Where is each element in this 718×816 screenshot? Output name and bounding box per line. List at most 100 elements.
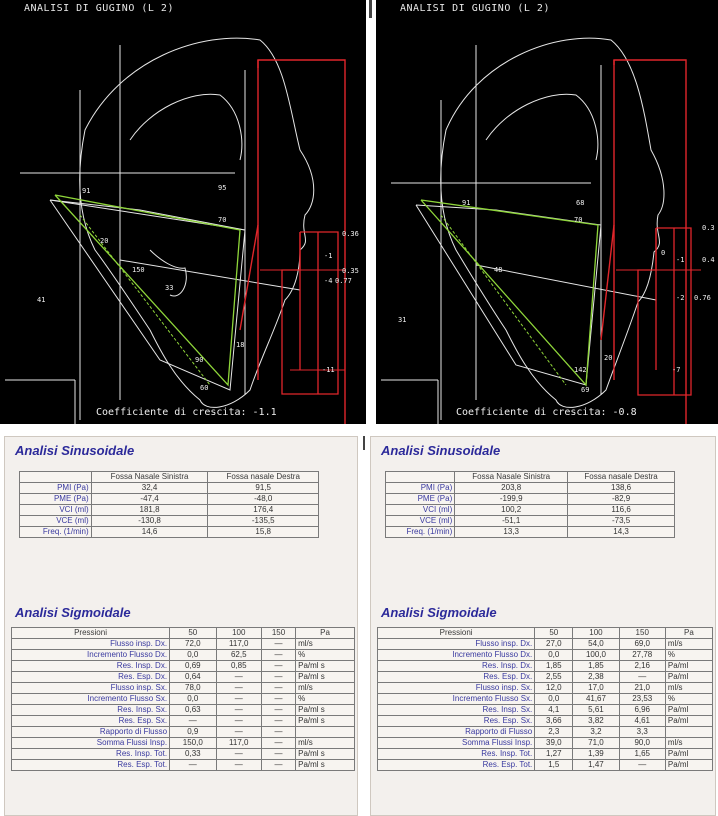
ceph-label: 70 xyxy=(218,216,226,224)
table-header-cell: 100 xyxy=(215,627,262,639)
cell-value: 54,0 xyxy=(572,638,620,650)
table-row: PME (Pa)-199,9-82,9 xyxy=(384,493,675,505)
cell-value: -73,5 xyxy=(567,515,675,527)
cell-value: 0,64 xyxy=(169,671,217,683)
cell-value: 0,0 xyxy=(169,693,217,705)
cell-value: 3,2 xyxy=(572,726,620,738)
cell-unit: ml/s xyxy=(664,682,714,694)
ceph-label: 95 xyxy=(218,184,226,192)
row-label: Res. Insp. Tot. xyxy=(376,748,536,760)
cephalogram-right: 91 68 70 48 31 20 142 69 0 -1 -2 0.76 -7… xyxy=(376,0,718,424)
cell-unit: Pa/ml xyxy=(664,671,714,683)
cell-unit: Pa/ml xyxy=(664,660,714,672)
cell-unit: % xyxy=(295,649,355,661)
cell-value: -199,9 xyxy=(454,493,569,505)
cell-value: 5,61 xyxy=(572,704,620,716)
cell-value: 1,85 xyxy=(534,660,574,672)
table-header-cell: Fossa nasale Destra xyxy=(567,471,675,483)
ceph-label: 0.3 xyxy=(702,224,715,232)
row-label: Flusso insp. Sx. xyxy=(376,682,536,694)
ceph-label: 48 xyxy=(494,266,502,274)
ceph-label: 142 xyxy=(574,366,587,374)
cell-value: 27,78 xyxy=(618,649,666,661)
cell-value: — xyxy=(260,671,297,683)
ceph-label: 90 xyxy=(195,356,203,364)
row-label: Res. Esp. Sx. xyxy=(10,715,171,727)
cell-unit xyxy=(295,726,355,738)
ceph-label: 69 xyxy=(581,386,589,394)
cell-value: 15,8 xyxy=(207,526,319,538)
table-header-cell: 150 xyxy=(260,627,297,639)
cell-value: 117,0 xyxy=(215,737,262,749)
cell-value: 72,0 xyxy=(169,638,217,650)
cell-value: 4,61 xyxy=(618,715,666,727)
cell-value: -48,0 xyxy=(207,493,319,505)
growth-coefficient: Coefficiente di crescita: -1.1 xyxy=(96,407,277,418)
table-row: Res. Esp. Dx.0,64——Pa/ml s xyxy=(10,671,355,683)
ceph-label: 0.76 xyxy=(694,294,711,302)
cell-unit xyxy=(664,726,714,738)
cell-value: -135,5 xyxy=(207,515,319,527)
table-row: Incremento Flusso Sx.0,0——% xyxy=(10,693,355,705)
ceph-label: 0 xyxy=(661,249,665,257)
cell-unit: Pa/ml s xyxy=(295,715,355,727)
cell-unit: % xyxy=(664,649,714,661)
cell-value: 2,3 xyxy=(534,726,574,738)
cell-value: 138,6 xyxy=(567,482,675,494)
cell-value: 2,55 xyxy=(534,671,574,683)
cell-value: -47,4 xyxy=(90,493,209,505)
cell-value: 2,16 xyxy=(618,660,666,672)
cell-value: 90,0 xyxy=(618,737,666,749)
ceph-label: 91 xyxy=(82,187,90,195)
cell-unit: ml/s xyxy=(295,638,355,650)
ceph-title: ANALISI DI GUGINO (L 2) xyxy=(400,3,550,14)
analysis-panel-right: Analisi Sinusoidale Fossa Nasale Sinistr… xyxy=(370,436,716,816)
cell-value: 1,85 xyxy=(572,660,620,672)
table-row: Res. Insp. Tot.0,33——Pa/ml s xyxy=(10,748,355,760)
row-label: Res. Insp. Tot. xyxy=(10,748,171,760)
row-label: Rapporto di Flusso xyxy=(376,726,536,738)
ceph-title: ANALISI DI GUGINO (L 2) xyxy=(24,3,174,14)
cell-value: 150,0 xyxy=(169,737,217,749)
sigmoidal-title: Analisi Sigmoidale xyxy=(15,605,131,620)
table-row: Res. Insp. Sx.0,63——Pa/ml s xyxy=(10,704,355,716)
cell-value: -51,1 xyxy=(454,515,569,527)
ceph-label: 31 xyxy=(398,316,406,324)
row-label: Freq. (1/min) xyxy=(19,526,92,538)
row-label: Res. Insp. Dx. xyxy=(10,660,171,672)
cell-value: 0,69 xyxy=(169,660,217,672)
ceph-label: 68 xyxy=(576,199,584,207)
ceph-label: 0.4 xyxy=(702,256,715,264)
ceph-label: -1 xyxy=(676,256,684,264)
table-row: Res. Esp. Sx.———Pa/ml s xyxy=(10,715,355,727)
table-header-cell: Pa xyxy=(664,627,714,639)
cell-value: 116,6 xyxy=(567,504,675,516)
panel-divider xyxy=(362,436,367,816)
cell-unit: ml/s xyxy=(664,638,714,650)
cell-value: — xyxy=(215,682,262,694)
cell-value: — xyxy=(260,682,297,694)
table-header-cell: Pa xyxy=(295,627,355,639)
table-header-cell: Pressioni xyxy=(10,627,171,639)
cell-value: 41,67 xyxy=(572,693,620,705)
table-row: PME (Pa)-47,4-48,0 xyxy=(19,493,319,505)
table-header-cell: 100 xyxy=(572,627,620,639)
cell-unit: Pa/ml xyxy=(664,748,714,760)
cell-value: 6,96 xyxy=(618,704,666,716)
cell-value: — xyxy=(260,759,297,771)
cell-value: — xyxy=(260,737,297,749)
table-row: VCE (ml)-51,1-73,5 xyxy=(384,515,675,527)
row-label: Somma Flussi Insp. xyxy=(376,737,536,749)
row-label: Res. Esp. Tot. xyxy=(10,759,171,771)
